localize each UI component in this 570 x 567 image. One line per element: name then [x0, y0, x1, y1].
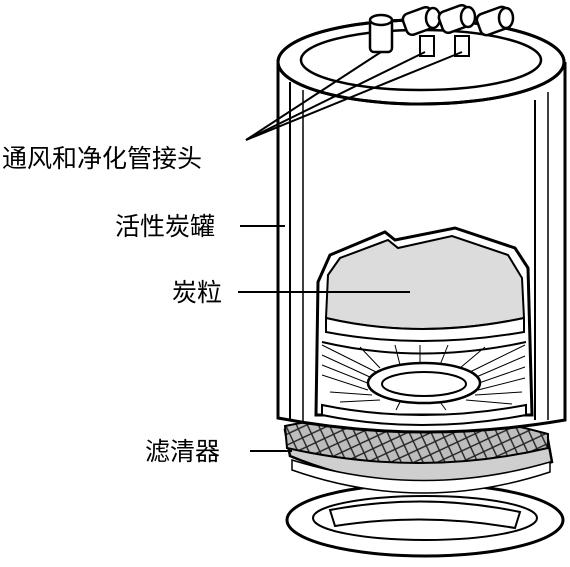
label-carbon-granules: 炭粒 [172, 278, 223, 307]
leader-lines [238, 51, 463, 452]
label-vent-connectors: 通风和净化管接头 [2, 144, 203, 173]
label-filter: 滤清器 [145, 437, 221, 466]
filter-disk [283, 412, 554, 494]
cutaway-section [314, 226, 534, 426]
spoke-lines [321, 344, 526, 411]
vent-connectors [368, 3, 515, 57]
base-plate [285, 482, 565, 558]
label-canister: 活性炭罐 [115, 212, 216, 241]
